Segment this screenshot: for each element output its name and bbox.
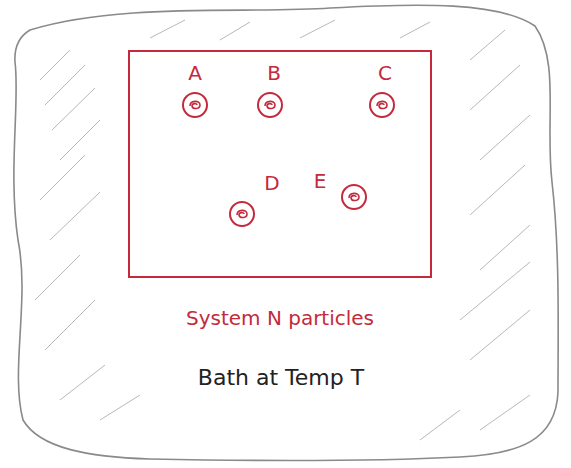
bath-blob xyxy=(14,5,558,461)
system-box: System N particlesABCDE xyxy=(128,50,432,278)
hatch-stroke xyxy=(470,165,525,215)
hatch-stroke xyxy=(45,65,85,105)
particle-symbol xyxy=(256,91,284,119)
hatch-stroke xyxy=(460,262,530,320)
particle-label: D xyxy=(264,172,279,195)
particle: D xyxy=(228,200,256,228)
hatch-stroke xyxy=(220,22,250,40)
particle-symbol xyxy=(368,91,396,119)
particle-label: C xyxy=(378,62,392,85)
hatch-stroke xyxy=(60,120,100,160)
hatch-stroke xyxy=(100,395,140,420)
hatch-stroke xyxy=(470,30,505,60)
hatch-stroke xyxy=(40,50,70,80)
hatch-stroke xyxy=(470,65,520,110)
particle-label: E xyxy=(314,170,327,193)
particle-symbol xyxy=(228,200,256,228)
hatch-stroke xyxy=(35,255,80,300)
particle-label: A xyxy=(188,62,202,85)
particle: C xyxy=(368,91,396,119)
hatch-stroke xyxy=(480,225,530,270)
particle: A xyxy=(181,91,209,119)
hatch-stroke xyxy=(45,300,95,350)
hatch-stroke xyxy=(400,22,430,38)
system-label: System N particles xyxy=(186,307,374,330)
hatch-stroke xyxy=(40,155,85,200)
hatch-stroke xyxy=(480,115,530,160)
particle: B xyxy=(256,91,284,119)
hatch-stroke xyxy=(420,410,460,440)
particle-symbol xyxy=(181,91,209,119)
bath-label: Bath at Temp T xyxy=(198,365,364,390)
hatch-stroke xyxy=(60,365,105,400)
hatch-stroke xyxy=(52,88,95,130)
hatch-stroke xyxy=(300,20,335,38)
hatch-stroke xyxy=(480,395,530,430)
hatch-stroke xyxy=(150,20,185,38)
particle-symbol xyxy=(340,183,368,211)
hatch-stroke xyxy=(50,192,100,240)
particle: E xyxy=(340,183,368,211)
hatch-stroke xyxy=(470,310,530,360)
particle-label: B xyxy=(267,62,281,85)
